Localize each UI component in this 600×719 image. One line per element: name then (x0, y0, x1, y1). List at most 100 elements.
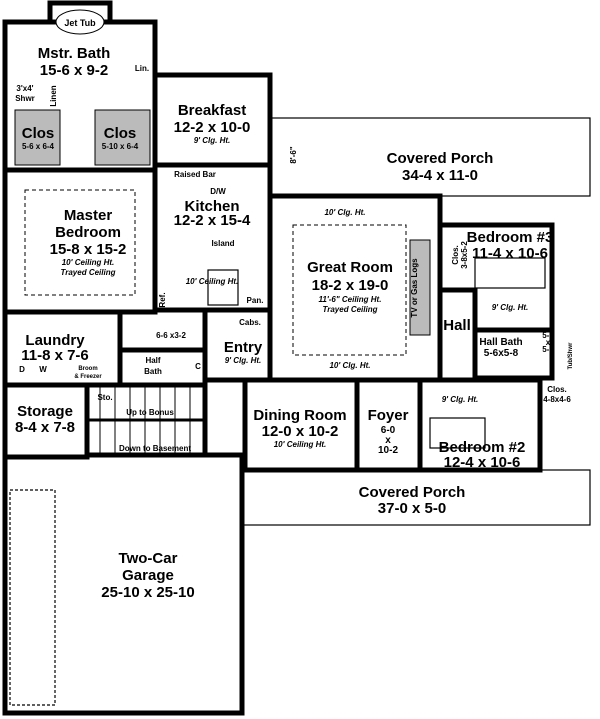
label: Cabs. (239, 318, 261, 327)
label: Master (64, 207, 113, 224)
label: 10' Ceiling Ht. (274, 440, 327, 449)
label: 12-2 x 15-4 (174, 212, 251, 229)
label: 12-2 x 10-0 (174, 119, 251, 136)
label: 10-2 (378, 445, 398, 456)
label: W (39, 365, 47, 374)
label: Clos. (451, 245, 460, 265)
label: Hall Bath (479, 337, 522, 348)
label: 10' Clg. Ht. (329, 361, 370, 370)
fireplace (409, 239, 431, 336)
label: Trayed Ceiling (323, 305, 378, 314)
label: 25-10 x 25-10 (101, 584, 194, 601)
label: 10' Ceiling Ht. (62, 258, 115, 267)
label: Dining Room (253, 407, 346, 424)
label: Storage (17, 403, 73, 420)
label: 10' Ceiling Ht. (186, 277, 239, 286)
label: 11'-6" Ceiling Ht. (319, 295, 382, 304)
closet-2 (94, 109, 151, 166)
label: Two-Car (119, 550, 178, 567)
label: Broom (78, 366, 97, 372)
jet-tub (55, 9, 105, 35)
label: 8'-6" (289, 146, 298, 163)
bed2-bed (429, 417, 486, 449)
label: Half (145, 356, 160, 365)
label: Laundry (25, 332, 85, 349)
label: 11-8 x 7-6 (21, 347, 89, 364)
label: 12-4 x 10-6 (444, 454, 521, 471)
entry (202, 307, 273, 383)
label: 5-10 x 6-4 (102, 142, 139, 151)
label: 6-6 x3-2 (156, 331, 186, 340)
label: Linen (49, 85, 58, 106)
label: 34-4 x 11-0 (402, 167, 478, 184)
label: D/W (210, 187, 226, 196)
hall (437, 287, 478, 383)
label: Breakfast (178, 102, 246, 119)
label: 12-0 x 10-2 (262, 423, 339, 440)
label: Covered Porch (387, 150, 494, 167)
label: Mstr. Bath (38, 45, 111, 62)
label: Sto. (97, 393, 112, 402)
label: 11-4 x 10-6 (472, 245, 548, 262)
closet-1 (14, 109, 61, 166)
label: & Freezer (74, 374, 102, 380)
label: 18-2 x 19-0 (312, 277, 389, 294)
label: 4-8x4-6 (543, 395, 571, 404)
label: Clos (104, 125, 137, 142)
label: Shwr (15, 94, 35, 103)
breakfast (152, 72, 273, 168)
label: 15-8 x 15-2 (50, 241, 127, 258)
label: Up to Bonus (126, 408, 174, 417)
label: Clos (22, 125, 55, 142)
storage (2, 382, 90, 460)
covered-porch-top (269, 117, 591, 197)
label: 37-0 x 5-0 (378, 500, 446, 517)
label: Bedroom (55, 224, 121, 241)
label: Bedroom #3 (467, 229, 554, 246)
label: Entry (224, 339, 263, 356)
bed3-bed (474, 257, 546, 289)
label: Bedroom #2 (439, 439, 526, 456)
label: 10' Clg. Ht. (324, 208, 365, 217)
half-bath (117, 347, 208, 388)
foyer (354, 377, 423, 473)
label: Island (211, 239, 234, 248)
label: Kitchen (184, 198, 239, 215)
label: Pan. (247, 296, 264, 305)
label: 9' Clg. Ht. (194, 136, 231, 145)
dining-room (242, 377, 360, 473)
label: Lin. (135, 64, 149, 73)
garage-door-left (9, 489, 56, 706)
label: C (195, 362, 201, 371)
label: 5-6x5-8 (484, 348, 519, 359)
label: 15-6 x 9-2 (40, 62, 108, 79)
label: Foyer (368, 407, 409, 424)
label: x (385, 435, 391, 446)
label: x (546, 338, 551, 347)
label: Down to Basement (119, 444, 191, 453)
label: 5-6 (542, 331, 554, 340)
label: 5-6 x 6-4 (22, 142, 55, 151)
label: Ref. (158, 292, 167, 307)
label: Hall (443, 317, 471, 334)
label: 3'x4' (16, 84, 33, 93)
label: 3-8x5-2 (460, 241, 469, 269)
label: Tub/Shwr (568, 342, 574, 370)
label: Raised Bar (174, 170, 216, 179)
label: 5-6 (542, 345, 554, 354)
label: 6-0 (381, 425, 396, 436)
label: Garage (122, 567, 174, 584)
covered-porch-bottom (239, 469, 591, 526)
label: Bath (144, 367, 162, 376)
label: 8-4 x 7-8 (15, 419, 75, 436)
label: D (19, 365, 25, 374)
label: Clos. (547, 385, 567, 394)
label: 9' Clg. Ht. (492, 303, 529, 312)
island (207, 269, 239, 306)
label: 9' Clg. Ht. (442, 395, 479, 404)
label: 9' Clg. Ht. (225, 356, 262, 365)
label: Trayed Ceiling (61, 268, 116, 277)
label: Covered Porch (359, 484, 466, 501)
label: Jet Tub (64, 18, 96, 28)
